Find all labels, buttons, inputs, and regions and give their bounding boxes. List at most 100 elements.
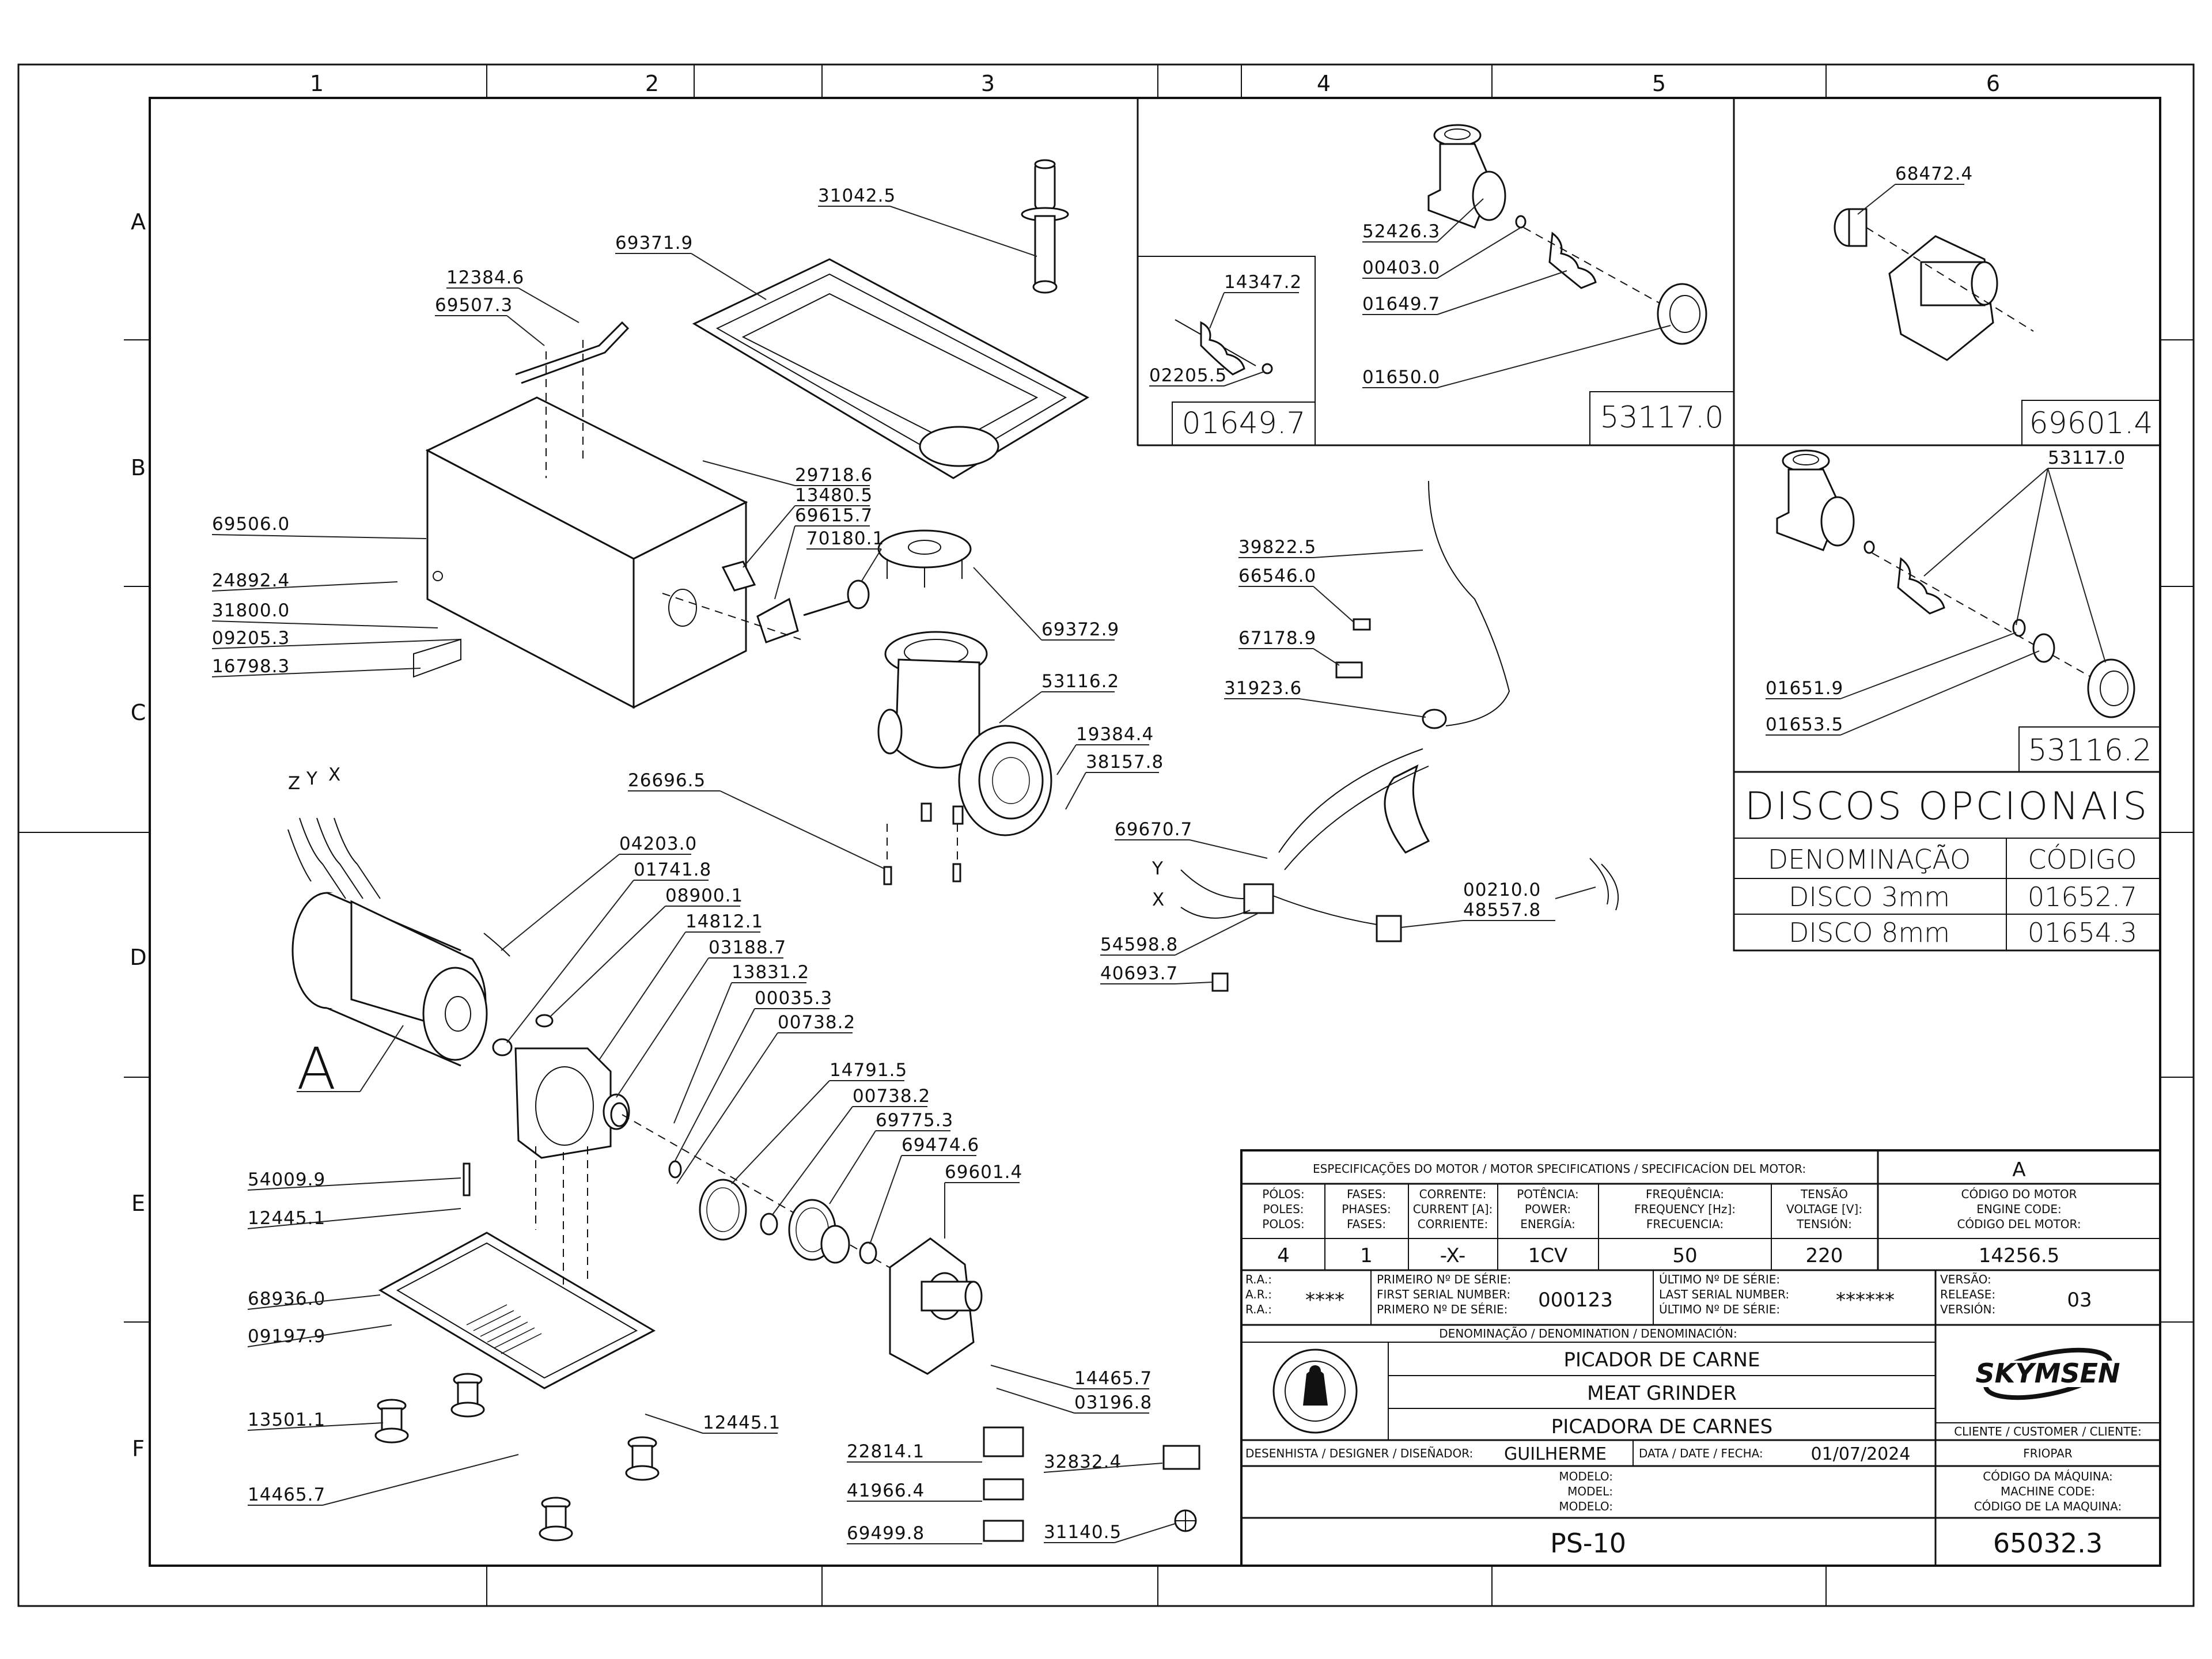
first-serial-value: 000123 — [1538, 1289, 1613, 1312]
grinder-head-part — [877, 631, 1052, 836]
grid-column-labels: 1 2 3 4 5 6 — [310, 71, 2000, 96]
callout-01651-9: 01651.9 — [1766, 678, 1843, 699]
model-header-en: MODEL: — [1567, 1484, 1613, 1498]
discs-title: DISCOS OPCIONAIS — [1745, 784, 2149, 828]
power-header-pt: POTÊNCIA: — [1517, 1187, 1579, 1201]
grid-row-b: B — [131, 455, 146, 480]
engine-code-header-pt: CÓDIGO DO MOTOR — [1961, 1187, 2077, 1201]
power-header-en: POWER: — [1525, 1202, 1571, 1216]
callout-40693-7: 40693.7 — [1100, 963, 1178, 984]
callout-13480-5: 13480.5 — [795, 485, 873, 506]
inset-53116-parts — [1776, 449, 2135, 718]
grid-row-e: E — [131, 1191, 145, 1216]
motor-housing-part — [425, 396, 748, 709]
engine-code-value: 14256.5 — [1979, 1244, 2060, 1267]
callout-39822-5: 39822.5 — [1238, 537, 1316, 558]
last-serial-header-en: LAST SERIAL NUMBER: — [1659, 1287, 1789, 1301]
last-serial-value: ****** — [1836, 1289, 1895, 1312]
discs-col-name: DENOMINAÇÃO — [1768, 844, 1971, 875]
callout-68936-0: 68936.0 — [248, 1289, 325, 1309]
first-serial-header-en: FIRST SERIAL NUMBER: — [1377, 1287, 1510, 1301]
phases-value: 1 — [1360, 1244, 1373, 1267]
detail-a-marker: A — [297, 1035, 336, 1103]
stickers — [983, 1426, 1200, 1542]
callout-26696-5: 26696.5 — [628, 770, 706, 791]
callout-69615-7: 69615.7 — [795, 505, 873, 526]
product-name-en: MEAT GRINDER — [1587, 1382, 1737, 1405]
phases-header-pt: FASES: — [1347, 1187, 1386, 1201]
callout-53116-2: 53116.2 — [1041, 671, 1119, 692]
inset-callouts: 52426.3 00403.0 01649.7 01650.0 14347.2 … — [1149, 164, 2125, 736]
callout-69371-9: 69371.9 — [615, 233, 693, 253]
poles-header-en: POLES: — [1263, 1202, 1304, 1216]
pusher-part — [1021, 159, 1069, 294]
release-header-en: RELEASE: — [1940, 1287, 1995, 1301]
designer-value: GUILHERME — [1504, 1444, 1607, 1464]
product-name-pt: PICADOR DE CARNE — [1564, 1349, 1760, 1372]
machine-code-header-en: MACHINE CODE: — [2001, 1484, 2095, 1498]
grid-col-6: 6 — [1986, 71, 2000, 96]
wire-label-x2: X — [1152, 889, 1165, 910]
head-screws — [883, 824, 961, 885]
ra-value: **** — [1305, 1289, 1344, 1312]
callout-68472-4: 68472.4 — [1895, 164, 1973, 184]
grid-col-1: 1 — [310, 71, 324, 96]
poles-header-es: POLOS: — [1262, 1217, 1304, 1231]
phases-header-es: FASES: — [1347, 1217, 1386, 1231]
wire-label-x: X — [328, 764, 341, 785]
date-header: DATA / DATE / FECHA: — [1639, 1446, 1763, 1460]
current-header-en: CURRENT [A]: — [1413, 1202, 1493, 1216]
ra-header-pt: R.A.: — [1245, 1272, 1272, 1286]
base-plate-part — [378, 1146, 656, 1389]
first-serial-header-es: PRIMERO Nº DE SÉRIE: — [1377, 1302, 1508, 1316]
designer-header: DESENHISTA / DESIGNER / DISEÑADOR: — [1245, 1446, 1473, 1460]
disc-8mm-name: DISCO 8mm — [1789, 917, 1950, 948]
rubber-feet — [374, 1162, 660, 1541]
callout-16798-3: 16798.3 — [212, 656, 290, 677]
callout-67178-9: 67178.9 — [1238, 628, 1316, 649]
denomination-header: DENOMINAÇÃO / DENOMINATION / DENOMINACIÓ… — [1439, 1327, 1737, 1340]
feed-shaft-part — [803, 579, 870, 616]
power-header-es: ENERGÍA: — [1520, 1217, 1575, 1231]
callout-01741-8: 01741.8 — [634, 859, 711, 880]
callout-69670-7: 69670.7 — [1115, 819, 1192, 840]
grid-row-d: D — [130, 945, 146, 970]
poles-value: 4 — [1277, 1244, 1290, 1267]
title-block: ESPECIFICAÇÕES DO MOTOR / MOTOR SPECIFIC… — [1240, 1149, 2161, 1567]
grid-col-3: 3 — [981, 71, 995, 96]
ra-header-es: R.A.: — [1245, 1302, 1272, 1316]
callout-31923-6: 31923.6 — [1224, 678, 1302, 699]
callout-13831-2: 13831.2 — [732, 962, 809, 983]
callout-29718-6: 29718.6 — [795, 465, 873, 486]
discs-col-code: CÓDIGO — [2028, 844, 2137, 875]
callout-14791-5: 14791.5 — [830, 1060, 907, 1081]
motor-spec-header: ESPECIFICAÇÕES DO MOTOR / MOTOR SPECIFIC… — [1313, 1162, 1806, 1176]
frequency-header-es: FRECUENCIA: — [1646, 1217, 1724, 1231]
voltage-header-pt: TENSÃO — [1800, 1187, 1848, 1201]
callout-19384-4: 19384.4 — [1076, 724, 1154, 745]
client-header: CLIENTE / CUSTOMER / CLIENTE: — [1954, 1425, 2142, 1438]
callout-03196-8: 03196.8 — [1074, 1392, 1152, 1413]
wire-label-z: Z — [288, 773, 301, 794]
disc-3mm-code: 01652.7 — [2028, 881, 2137, 912]
callout-03188-7: 03188.7 — [709, 937, 786, 958]
frequency-header-en: FREQUENCY [Hz]: — [1634, 1202, 1736, 1216]
optional-discs-table: DISCOS OPCIONAIS DENOMINAÇÃO CÓDIGO DISC… — [1733, 771, 2161, 952]
callout-31800-0: 31800.0 — [212, 600, 290, 621]
voltage-header-en: VOLTAGE [V]: — [1786, 1202, 1862, 1216]
client-value: FRIOPAR — [2023, 1446, 2073, 1460]
product-name-es: PICADORA DE CARNES — [1551, 1415, 1772, 1438]
main-callouts: 31042.5 69371.9 12384.6 69507.3 29718.6 … — [211, 185, 1596, 1544]
tray-part — [692, 258, 1090, 479]
gearbox-cover-part — [889, 1237, 983, 1375]
inset-69601-parts — [1834, 208, 2034, 361]
brand-name: SKYMSEN — [1976, 1358, 2120, 1389]
grid-col-5: 5 — [1652, 71, 1666, 96]
inset-53117-parts — [1427, 124, 1707, 345]
switch-parts — [662, 560, 801, 643]
callout-00738-2a: 00738.2 — [778, 1012, 855, 1033]
grid-col-4: 4 — [1317, 71, 1331, 96]
callout-01653-5: 01653.5 — [1766, 714, 1843, 735]
last-serial-header-pt: ÚLTIMO Nº DE SÉRIE: — [1659, 1272, 1780, 1286]
